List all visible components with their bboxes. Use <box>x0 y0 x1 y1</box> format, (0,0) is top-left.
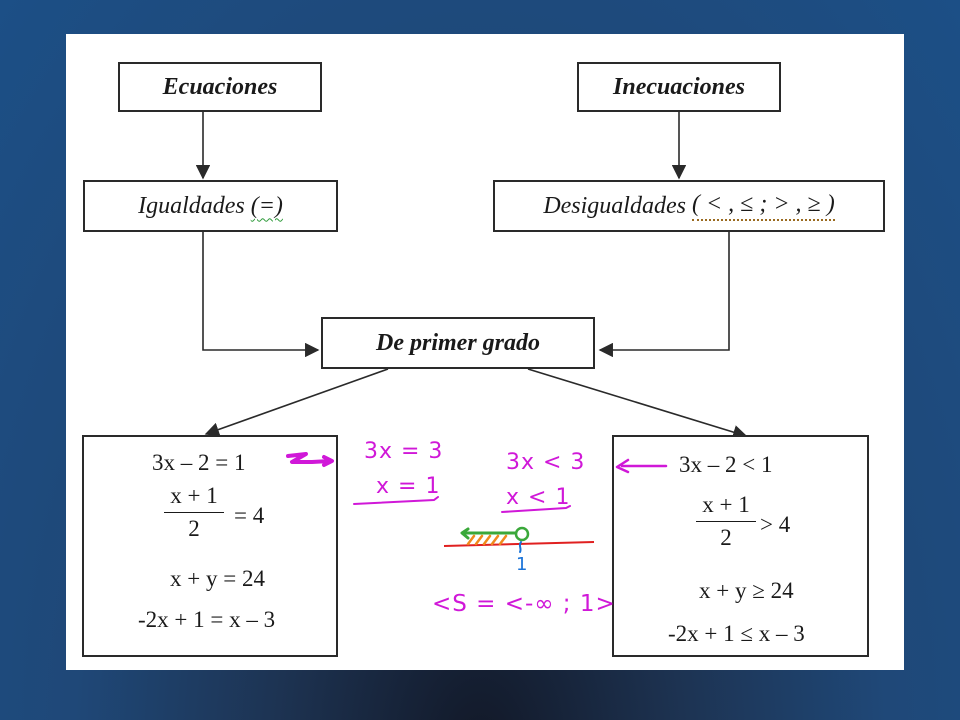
equation-2-fraction: x + 1 2 <box>164 483 224 542</box>
equation-2-denominator: 2 <box>188 516 200 541</box>
igualdades-label: Igualdades <box>138 192 245 219</box>
handwritten-eq-step2: x = 1 <box>376 474 441 499</box>
orange-hatching <box>466 534 508 546</box>
handwritten-ineq-step1: 3x < 3 <box>506 450 586 475</box>
equation-2-numerator: x + 1 <box>170 483 218 508</box>
inequality-2-fraction: x + 1 2 <box>696 492 756 551</box>
arrow-primer-grado-ecuaciones-examples <box>204 368 389 437</box>
equation-3: x + y = 24 <box>170 566 265 591</box>
magenta-arrow-right <box>615 458 668 474</box>
slide: Ecuaciones Inecuaciones Igualdades (=) D… <box>66 34 904 670</box>
equation-4: -2x + 1 = x – 3 <box>138 607 276 632</box>
igualdades-symbol: (=) <box>250 192 283 219</box>
box-ecuaciones-examples <box>82 435 338 657</box>
arrow-igualdades-primer-grado <box>202 232 320 358</box>
box-primer-grado: De primer grado <box>321 317 595 369</box>
handwriting-strokes <box>286 452 668 553</box>
box-ecuaciones: Ecuaciones <box>118 62 322 112</box>
fraction-bar <box>164 512 224 513</box>
magenta-underline-eq <box>353 496 439 505</box>
primer-grado-label: De primer grado <box>376 329 540 356</box>
desigualdades-label: Desigualdades <box>543 192 686 219</box>
handwritten-solution-set: <S = <-∞ ; 1> <box>432 591 616 617</box>
inequality-4: -2x + 1 ≤ x – 3 <box>668 621 805 646</box>
magenta-underline-ineq <box>501 505 571 513</box>
green-open-circle <box>514 526 530 542</box>
desigualdades-symbols: ( < , ≤ ; > , ≥ ) <box>691 191 835 221</box>
arrow-desigualdades-primer-grado <box>598 232 730 358</box>
green-ray <box>460 527 518 540</box>
magenta-arrow-left <box>286 452 334 467</box>
red-number-line <box>443 541 595 547</box>
box-inecuaciones-label: Inecuaciones <box>613 73 745 100</box>
box-ecuaciones-label: Ecuaciones <box>162 73 278 100</box>
arrow-primer-grado-inecuaciones-examples <box>527 368 748 440</box>
handwritten-eq-step1: 3x = 3 <box>364 439 444 464</box>
handwritten-number-line-point: 1 <box>516 554 529 575</box>
box-igualdades: Igualdades (=) <box>83 180 338 232</box>
inequality-2-rhs: > 4 <box>760 512 791 537</box>
inequality-2-numerator: x + 1 <box>702 492 750 517</box>
inequality-1: 3x – 2 < 1 <box>679 452 773 477</box>
fraction-bar <box>696 521 756 522</box>
box-inecuaciones-examples <box>612 435 869 657</box>
box-inecuaciones: Inecuaciones <box>577 62 781 112</box>
inequality-2-denominator: 2 <box>720 525 732 550</box>
equation-1: 3x – 2 = 1 <box>152 450 246 475</box>
connector-arrows <box>195 111 748 440</box>
box-desigualdades: Desigualdades ( < , ≤ ; > , ≥ ) <box>493 180 885 232</box>
inequality-3: x + y ≥ 24 <box>699 578 794 603</box>
blue-tick <box>518 541 522 553</box>
handwritten-ineq-step2: x < 1 <box>506 485 571 510</box>
equation-2-rhs: = 4 <box>234 503 265 528</box>
